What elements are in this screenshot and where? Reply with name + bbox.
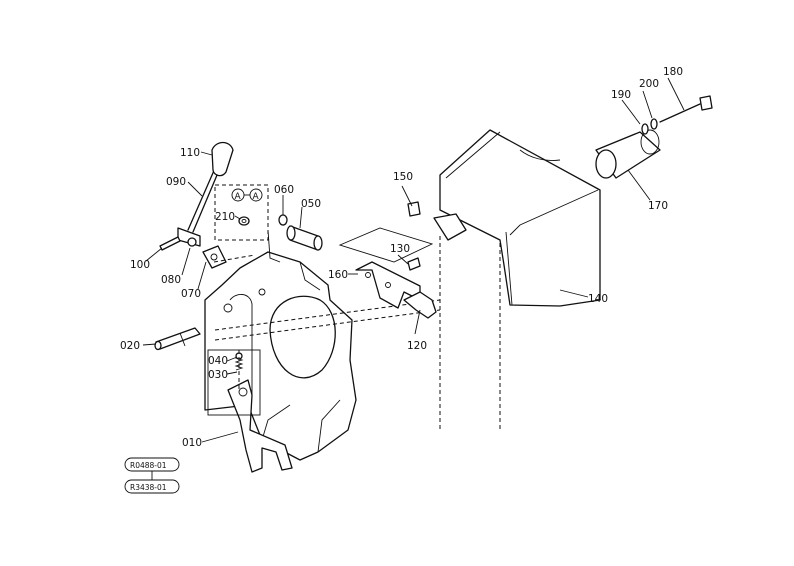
washer-200 bbox=[650, 118, 658, 130]
label-190: 190 bbox=[611, 89, 631, 101]
label-130: 130 bbox=[390, 243, 410, 255]
mark-a2: A bbox=[253, 192, 260, 202]
shift-lever-090 bbox=[187, 165, 221, 233]
label-210: 210 bbox=[215, 211, 235, 223]
label-160: 160 bbox=[328, 269, 348, 281]
bolt-180 bbox=[659, 95, 713, 123]
ref-code-2: R3438-01 bbox=[130, 483, 167, 492]
mark-a1: A bbox=[235, 192, 242, 202]
reference-stamps: R0488-01 R3438-01 bbox=[124, 457, 180, 494]
label-040: 040 bbox=[208, 355, 228, 367]
label-120: 120 bbox=[407, 340, 427, 352]
label-170: 170 bbox=[648, 200, 668, 212]
label-020: 020 bbox=[120, 340, 140, 352]
arm-070 bbox=[202, 245, 227, 269]
label-110: 110 bbox=[180, 147, 200, 159]
label-070: 070 bbox=[181, 288, 201, 300]
bolt-130 bbox=[407, 257, 421, 271]
washer-210 bbox=[238, 216, 250, 226]
label-200: 200 bbox=[639, 78, 659, 90]
label-150: 150 bbox=[393, 171, 413, 183]
collar-050 bbox=[286, 225, 323, 251]
label-080: 080 bbox=[161, 274, 181, 286]
detail-box bbox=[214, 184, 269, 241]
shift-fork-010 bbox=[227, 379, 293, 473]
cover-140 bbox=[433, 129, 601, 307]
housing-casting bbox=[204, 251, 357, 461]
label-090: 090 bbox=[166, 176, 186, 188]
lever-bracket-080 bbox=[177, 227, 201, 247]
bracket-120 bbox=[403, 291, 437, 319]
label-010: 010 bbox=[182, 437, 202, 449]
pin-020 bbox=[154, 327, 201, 351]
ring-060 bbox=[278, 214, 288, 226]
bracket-160 bbox=[355, 261, 421, 309]
shift-shaft bbox=[214, 236, 501, 430]
plate-bracket bbox=[267, 229, 281, 263]
knob-110 bbox=[211, 141, 234, 177]
ref-code-1: R0488-01 bbox=[130, 461, 167, 470]
label-050: 050 bbox=[301, 198, 321, 210]
label-100: 100 bbox=[130, 259, 150, 271]
sleeve-170 bbox=[595, 129, 661, 179]
label-060: 060 bbox=[274, 184, 294, 196]
label-140: 140 bbox=[588, 293, 608, 305]
plate-guide bbox=[338, 227, 434, 263]
pin-100 bbox=[159, 236, 181, 251]
detent-frame bbox=[207, 349, 261, 416]
label-030: 030 bbox=[208, 369, 228, 381]
bolt-150 bbox=[407, 201, 421, 217]
leader-lines bbox=[142, 77, 685, 443]
label-180: 180 bbox=[663, 66, 683, 78]
washer-190 bbox=[641, 123, 649, 135]
callout-labels: 010 020 030 040 050 060 070 080 090 100 … bbox=[120, 66, 683, 449]
